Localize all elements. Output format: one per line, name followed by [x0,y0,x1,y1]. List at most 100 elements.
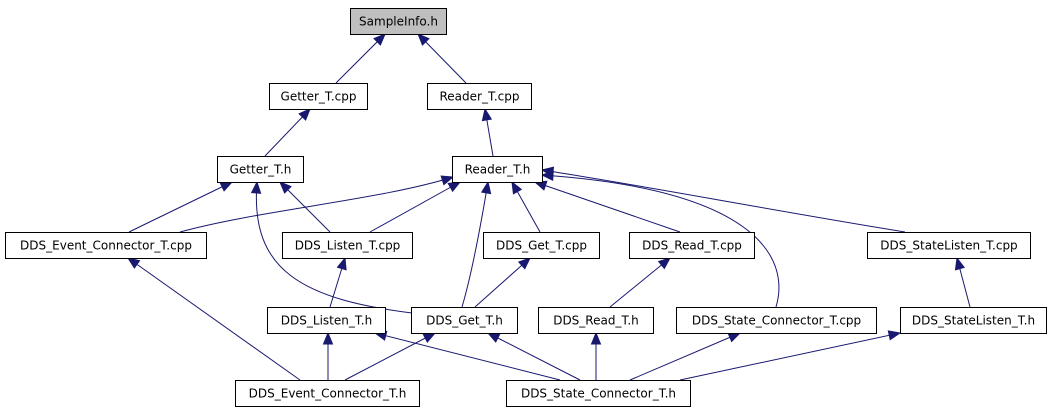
node-label: Reader_T.h [465,163,531,177]
node-dds-read-t-h[interactable]: DDS_Read_T.h [538,307,654,334]
node-dds-read-t-cpp[interactable]: DDS_Read_T.cpp [629,232,755,259]
node-dds-statelisten-t-h[interactable]: DDS_StateListen_T.h [900,307,1047,334]
edge-line [461,181,489,308]
edge-line [541,169,906,233]
node-box[interactable] [427,83,532,110]
arrowhead-icon [480,180,492,195]
arrowhead-icon [590,331,602,345]
edge-dds_state_connector_t_h-to-dds_state_connector_t_cpp [629,332,742,381]
node-box[interactable] [452,156,543,183]
arrowhead-icon [373,33,386,46]
edge-dds_state_connector_t_h-to-dds_read_t_h [590,331,602,380]
arrowhead-icon [517,257,531,270]
arrowhead-icon [511,180,523,195]
edge-line [679,332,901,381]
node-dds-event-connector-t-cpp[interactable]: DDS_Event_Connector_T.cpp [5,232,207,259]
edge-getter_t_h-to-getter_t_cpp [264,108,311,157]
node-reader-t-h[interactable]: Reader_T.h [452,156,543,183]
node-box[interactable] [217,156,304,183]
arrowhead-icon [298,108,311,121]
node-dds-state-connector-t-h[interactable]: DDS_State_Connector_T.h [506,380,691,407]
edge-dds_read_t_h-to-dds_read_t_cpp [609,257,672,308]
node-label: DDS_Event_Connector_T.cpp [20,239,192,253]
edge-dds_event_connector_t_cpp-to-getter_t_h [128,181,234,233]
node-label: DDS_Read_T.cpp [642,239,742,253]
node-label: DDS_Read_T.h [553,314,639,328]
node-box[interactable] [867,232,1031,259]
node-label: Getter_T.cpp [281,90,357,104]
node-label: DDS_State_Connector_T.cpp [692,314,861,328]
edge-line [335,33,386,84]
node-box[interactable] [538,307,654,334]
node-dds-get-t-h[interactable]: DDS_Get_T.h [411,307,518,334]
arrowhead-icon [336,256,347,271]
edge-dds_get_t_h-to-dds_get_t_cpp [474,257,531,308]
node-box[interactable] [411,307,518,334]
arrowhead-icon [540,170,554,182]
node-getter-t-h[interactable]: Getter_T.h [217,156,304,183]
edge-dds_get_t_h-to-reader_t_h [461,180,492,308]
node-label: SampleInfo.h [359,15,438,29]
arrowhead-icon [126,257,141,269]
edge-dds_state_connector_t_h-to-dds_statelisten_t_h [679,330,902,381]
arrowhead-icon [422,332,437,343]
node-box[interactable] [629,232,755,259]
node-label: DDS_Listen_T.h [281,314,372,328]
node-box[interactable] [483,232,600,259]
node-label: DDS_StateListen_T.cpp [880,239,1017,253]
node-box[interactable] [5,232,207,259]
edge-dds_statelisten_t_cpp-to-reader_t_h [540,166,906,233]
edge-reader_t_cpp-to-sampleinfo_h [417,33,467,84]
arrowhead-icon [440,175,455,186]
edge-line [344,332,436,381]
node-dds-get-t-cpp[interactable]: DDS_Get_T.cpp [483,232,600,259]
node-dds-event-connector-t-h[interactable]: DDS_Event_Connector_T.h [235,380,420,407]
arrowhead-icon [954,256,966,271]
edge-dds_event_connector_t_cpp-to-reader_t_h [179,175,455,233]
edge-dds_event_connector_t_h-to-dds_listen_t_h [322,331,334,380]
node-sampleinfo-h[interactable]: SampleInfo.h [350,8,447,35]
arrowhead-icon [322,331,334,345]
node-label: DDS_StateListen_T.h [912,314,1035,328]
arrowhead-icon [279,181,292,194]
node-box[interactable] [267,307,386,334]
edge-dds_get_t_cpp-to-reader_t_h [511,180,541,233]
node-label: DDS_Get_T.h [426,314,503,328]
edge-dds_statelisten_t_h-to-dds_statelisten_t_cpp [954,256,971,308]
node-dds-state-connector-t-cpp[interactable]: DDS_State_Connector_T.cpp [676,307,877,334]
node-dds-listen-t-cpp[interactable]: DDS_Listen_T.cpp [282,232,413,259]
edge-dds_event_connector_t_h-to-dds_event_connector_t_cpp [126,257,301,381]
node-label: DDS_Listen_T.cpp [295,239,401,253]
node-getter-t-cpp[interactable]: Getter_T.cpp [269,83,368,110]
node-box[interactable] [235,380,420,407]
edge-line [534,181,681,233]
edge-getter_t_cpp-to-sampleinfo_h [335,33,386,84]
arrowhead-icon [727,332,742,343]
node-box[interactable] [900,307,1047,334]
node-box[interactable] [506,380,691,407]
node-label: DDS_State_Connector_T.h [521,387,676,401]
node-label: Getter_T.h [230,163,292,177]
edge-line [374,332,561,381]
edge-line [541,174,780,308]
node-dds-statelisten-t-cpp[interactable]: DDS_StateListen_T.cpp [867,232,1031,259]
edge-line [629,332,741,381]
arrowhead-icon [486,332,501,343]
edge-line [128,181,233,233]
node-box[interactable] [269,83,368,110]
edge-line [609,257,671,308]
node-box[interactable] [282,232,413,259]
node-reader-t-cpp[interactable]: Reader_T.cpp [427,83,532,110]
node-label: DDS_Get_T.cpp [496,239,587,253]
arrowhead-icon [447,181,462,193]
node-box[interactable] [676,307,877,334]
node-label: DDS_Event_Connector_T.h [249,387,407,401]
node-box[interactable] [350,8,447,35]
arrowhead-icon [887,330,902,341]
node-dds-listen-t-h[interactable]: DDS_Listen_T.h [267,307,386,334]
edge-dds_listen_t_h-to-dds_listen_t_cpp [329,256,347,308]
edge-line [474,257,531,308]
edge-line [179,176,454,233]
